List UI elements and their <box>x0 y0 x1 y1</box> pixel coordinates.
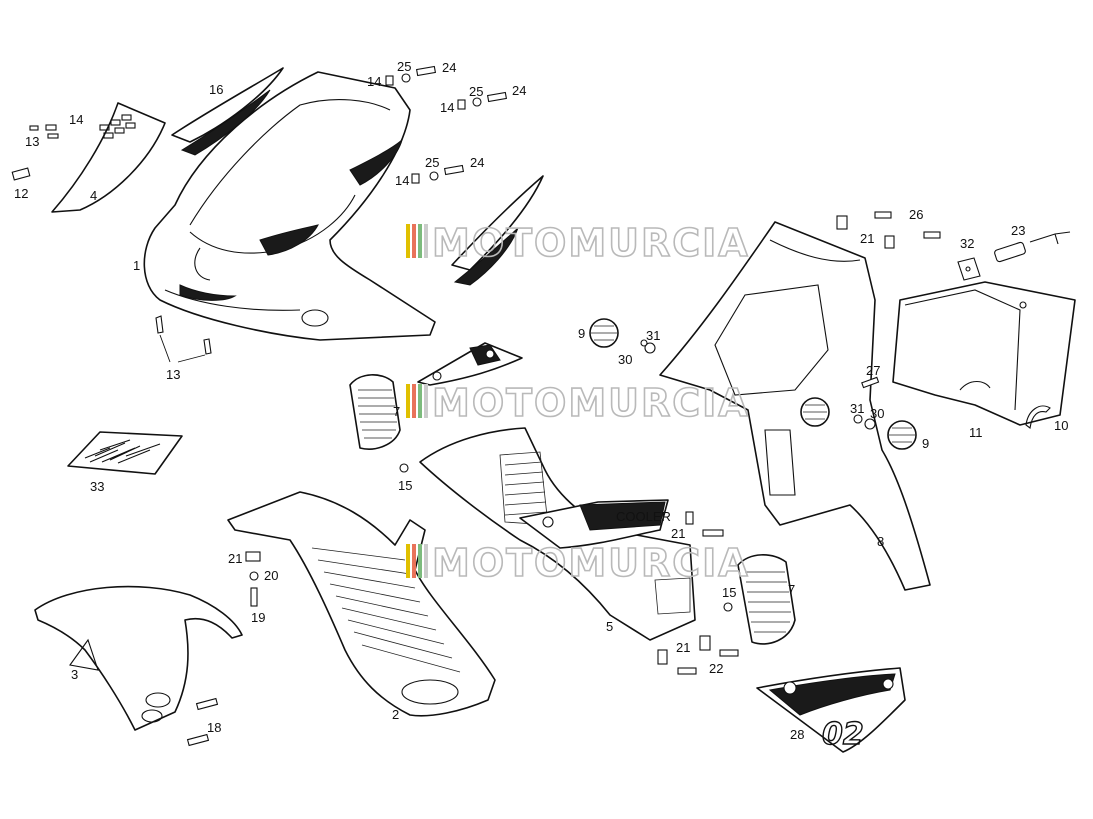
callout-27: 27 <box>866 363 880 378</box>
callout-20: 20 <box>264 568 278 583</box>
callout-21-b: 21 <box>860 231 874 246</box>
callout-22: 22 <box>709 661 723 676</box>
lock-key-part-23 <box>994 231 1071 263</box>
callout-25-a: 25 <box>397 59 411 74</box>
callout-2: 2 <box>392 707 399 722</box>
callout-24-a: 24 <box>442 60 456 75</box>
callout-30-right: 30 <box>870 406 884 421</box>
callout-24-b: 24 <box>512 83 526 98</box>
cooler-decal-upper <box>417 342 523 386</box>
watermark-2: MOTOMURCIA <box>406 380 750 426</box>
screw-kit-part-33 <box>67 431 183 475</box>
callout-14-b: 14 <box>367 74 381 89</box>
callout-9-right: 9 <box>922 436 929 451</box>
callout-12: 12 <box>14 186 28 201</box>
callout-33: 33 <box>90 479 104 494</box>
callout-10: 10 <box>1054 418 1068 433</box>
vent-grille-part-7-lower <box>737 554 796 645</box>
watermark-text-3: MOTOMURCIA <box>432 541 750 585</box>
cooler-decal-lower: COOLER <box>519 499 671 549</box>
callout-32: 32 <box>960 236 974 251</box>
side-decal-part-28: 02 <box>756 667 906 753</box>
callout-labels: 1 2 3 4 5 7 7 8 9 9 10 11 12 13 13 14 14… <box>14 59 1068 742</box>
watermark-text-2: MOTOMURCIA <box>432 381 750 425</box>
round-grille-part-9-b <box>887 420 917 450</box>
callout-28: 28 <box>790 727 804 742</box>
callout-18: 18 <box>207 720 221 735</box>
callout-3: 3 <box>71 667 78 682</box>
glovebox-door-part-11 <box>892 281 1076 426</box>
callout-21-d: 21 <box>671 526 685 541</box>
front-fairing-part-1 <box>143 71 436 341</box>
callout-13-upper: 13 <box>25 134 39 149</box>
callout-30-left: 30 <box>618 352 632 367</box>
callout-21-a: 21 <box>228 551 242 566</box>
leg-shield-part-8 <box>659 221 931 591</box>
watermark-3: MOTOMURCIA <box>406 540 750 586</box>
watermark-text-1: MOTOMURCIA <box>432 221 750 265</box>
callout-25-b: 25 <box>469 84 483 99</box>
callout-15-upper: 15 <box>398 478 412 493</box>
callout-25-c: 25 <box>425 155 439 170</box>
callout-31-right: 31 <box>850 401 864 416</box>
callout-5: 5 <box>606 619 613 634</box>
callout-21-c: 21 <box>676 640 690 655</box>
callout-14-a: 14 <box>69 112 83 127</box>
front-panel-part-2 <box>227 491 496 717</box>
side-stripe-decal <box>451 175 544 286</box>
callout-14-d: 14 <box>395 173 409 188</box>
callout-24-c: 24 <box>470 155 484 170</box>
callout-7-lower: 7 <box>788 582 795 597</box>
watermark-1: MOTOMURCIA <box>406 220 750 266</box>
callout-23: 23 <box>1011 223 1025 238</box>
callout-8: 8 <box>877 534 884 549</box>
front-mudguard-part-3 <box>34 585 243 731</box>
round-grille-part-9-a <box>589 318 619 348</box>
callout-14-c: 14 <box>440 100 454 115</box>
callout-11: 11 <box>969 425 983 440</box>
hardware-group <box>29 65 941 747</box>
callout-15-lower: 15 <box>722 585 736 600</box>
callout-19: 19 <box>251 610 265 625</box>
clip-part-12 <box>11 167 31 181</box>
callout-9-left: 9 <box>578 326 585 341</box>
callout-31-left: 31 <box>646 328 660 343</box>
lens-plate-part-4 <box>51 102 166 213</box>
latch-plate-part-32 <box>957 257 981 281</box>
callout-13-lower: 13 <box>166 367 180 382</box>
hook-part-10 <box>1025 405 1051 429</box>
vent-grille-part-7-upper <box>349 374 401 450</box>
callout-1: 1 <box>133 258 140 273</box>
cooler-decal-text: COOLER <box>616 509 671 524</box>
callout-16: 16 <box>209 82 223 97</box>
model-number-decal-text: 02 <box>822 717 864 752</box>
callout-7-upper: 7 <box>393 404 400 419</box>
callout-4: 4 <box>90 188 97 203</box>
callout-26: 26 <box>909 207 923 222</box>
stripe-decal-part-16 <box>171 67 284 156</box>
